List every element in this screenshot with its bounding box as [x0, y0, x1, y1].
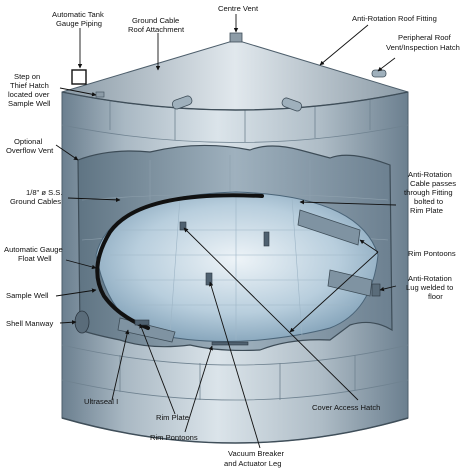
- label-shell-manway: Shell Manway: [6, 319, 53, 328]
- floating-roof-deck: [95, 191, 379, 342]
- tank-body: [61, 32, 409, 444]
- label-cover-access: Cover Access Hatch: [312, 403, 380, 412]
- callout-labels: Automatic Tank Gauge Piping Ground Cable…: [4, 4, 460, 468]
- label-sample-well: Sample Well: [6, 291, 49, 300]
- label-anti-rot-cable-3: through Fitting: [404, 188, 453, 197]
- label-anti-rot-cable-4: bolted to: [414, 197, 443, 206]
- label-ultraseal: Ultraseal I: [84, 397, 118, 406]
- tank-roof: [61, 39, 409, 111]
- peripheral-vents: [171, 69, 387, 112]
- label-rim-pontoons-right: Rim Pontoons: [408, 249, 456, 258]
- leader-lines: [55, 14, 397, 449]
- label-auto-tank-gauge-1: Automatic Tank: [52, 10, 104, 19]
- label-vacuum-2: and Actuator Leg: [224, 459, 281, 468]
- rim-pontoons: [117, 209, 373, 343]
- label-anti-rot-cable-1: Anti-Rotation: [408, 170, 452, 179]
- label-step-thief-2: Thief Hatch: [10, 81, 49, 90]
- label-anti-rot-cable-2: Cable passes: [410, 179, 456, 188]
- shell-manway: [74, 310, 90, 334]
- label-peripheral-vent-1: Peripheral Roof: [398, 33, 452, 42]
- roof-rim: [61, 91, 409, 111]
- centre-vent: [229, 32, 243, 43]
- label-anti-rot-cable-5: Rim Plate: [410, 206, 443, 215]
- label-float-well-1: Automatic Gauge: [4, 245, 63, 254]
- label-centre-vent: Centre Vent: [218, 4, 259, 13]
- label-step-thief-4: Sample Well: [8, 99, 51, 108]
- deck-fittings: [134, 221, 270, 346]
- label-step-thief-3: located over: [8, 90, 50, 99]
- label-anti-rot-lug-2: Lug welded to: [406, 283, 453, 292]
- label-step-thief-1: Step on: [14, 72, 40, 81]
- label-overflow-2: Overflow Vent: [6, 146, 54, 155]
- label-anti-rotation-roof: Anti-Rotation Roof Fitting: [352, 14, 437, 23]
- label-float-well-2: Float Well: [18, 254, 52, 263]
- deck-panels: [110, 194, 370, 340]
- label-peripheral-vent-2: Vent/Inspection Hatch: [386, 43, 460, 52]
- tank-bottom-edge: [61, 417, 409, 444]
- label-ground-cables-2: Ground Cables: [10, 197, 61, 206]
- label-overflow-1: Optional: [14, 137, 43, 146]
- thief-hatch: [95, 91, 105, 98]
- label-vacuum-1: Vacuum Breaker: [228, 449, 284, 458]
- ground-cable: [95, 193, 264, 330]
- label-auto-tank-gauge-2: Gauge Piping: [56, 19, 102, 28]
- label-ground-cables-1: 1/8" ø S.S.: [26, 188, 62, 197]
- gauge-piping-box: [71, 69, 87, 85]
- label-rim-plate: Rim Plate: [156, 413, 189, 422]
- shell-courses: [61, 98, 409, 401]
- label-anti-rot-lug-1: Anti-Rotation: [408, 274, 452, 283]
- label-rim-pontoons-bottom: Rim Pontoons: [150, 433, 198, 442]
- label-ground-cable-roof-1: Ground Cable: [132, 16, 179, 25]
- label-anti-rot-lug-3: floor: [428, 292, 443, 301]
- label-ground-cable-roof-2: Roof Attachment: [128, 25, 185, 34]
- anti-rotation-lug: [371, 283, 381, 297]
